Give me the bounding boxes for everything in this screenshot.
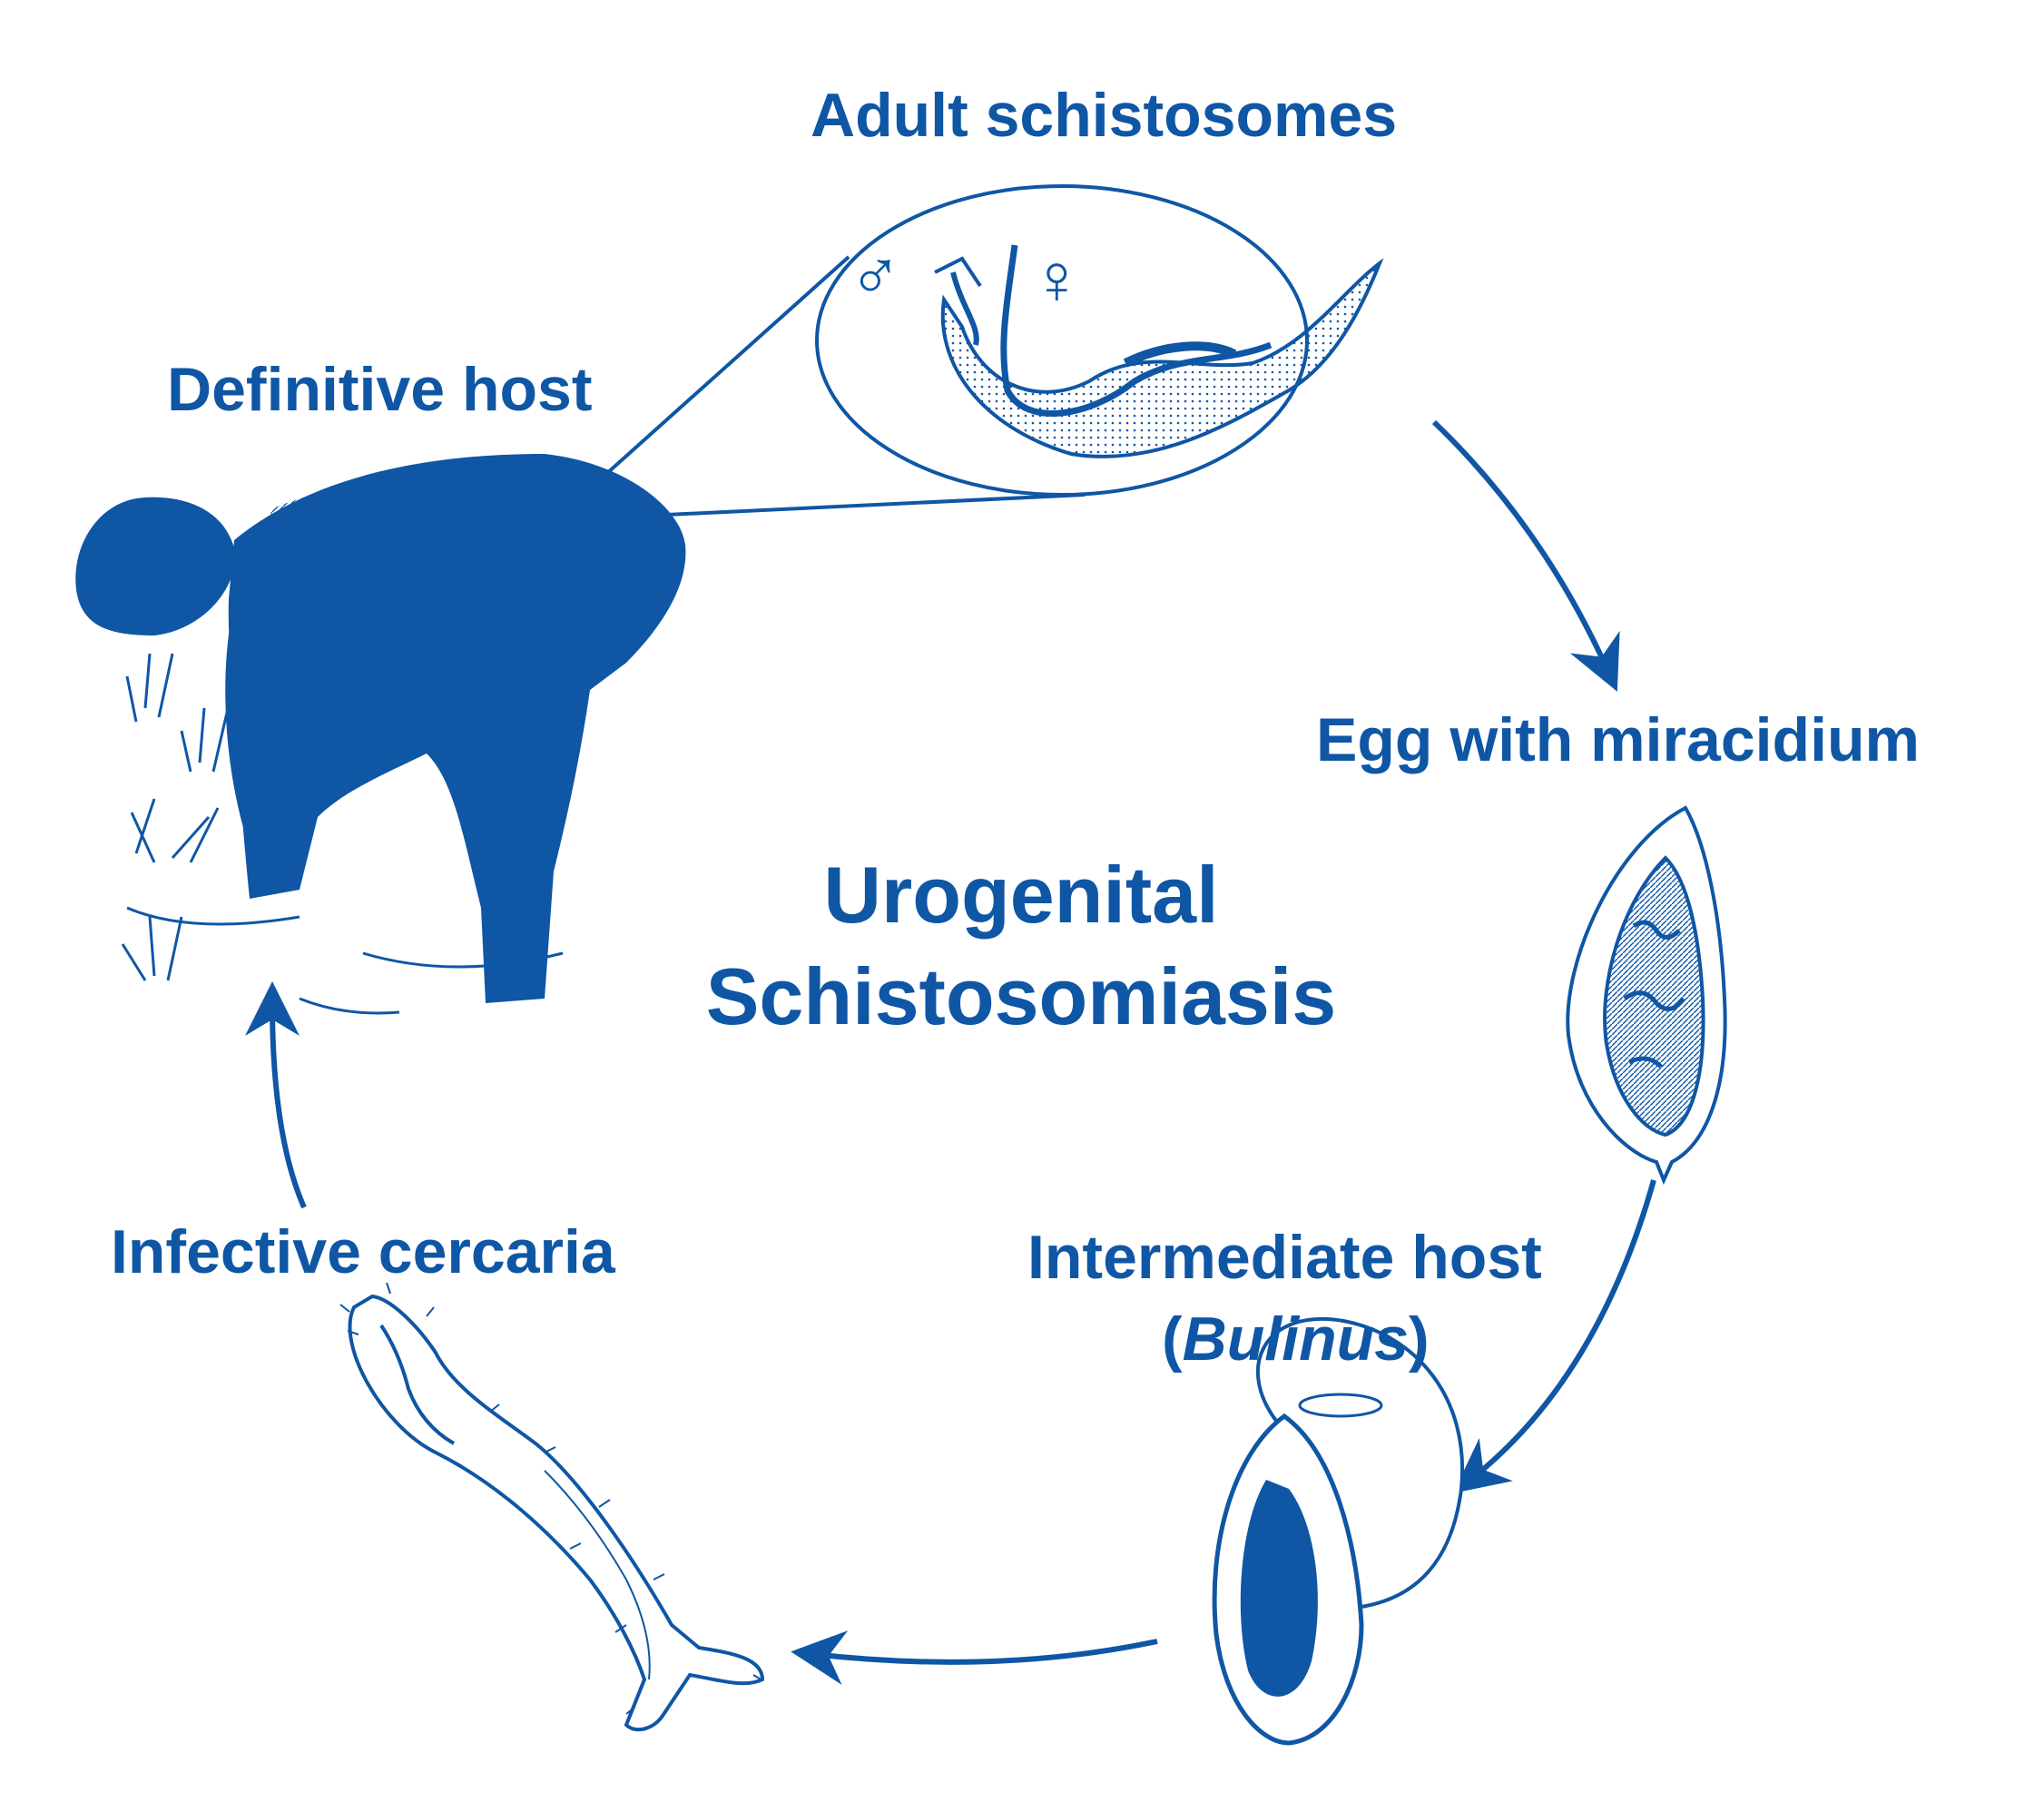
bulinus-open: ( bbox=[1162, 1305, 1183, 1374]
definitive-host-label: Definitive host bbox=[167, 355, 593, 424]
cercaria-illustration bbox=[339, 1282, 765, 1732]
bulinus-close: ) bbox=[1408, 1305, 1430, 1374]
zoom-line-bottom bbox=[666, 493, 1086, 517]
arrow-egg-to-snail bbox=[1453, 1179, 1656, 1493]
bulinus-label: (Bulinus) bbox=[1162, 1304, 1430, 1374]
intermediate-host-label: Intermediate host bbox=[1027, 1223, 1542, 1292]
bulinus-genus: Bulinus bbox=[1182, 1305, 1409, 1374]
male-symbol: ♂ bbox=[849, 235, 902, 315]
arrow-snail-to-cercaria bbox=[791, 1630, 1158, 1685]
title-line-2: Schistosomiasis bbox=[705, 951, 1337, 1041]
arrow-cercaria-to-host bbox=[245, 981, 307, 1209]
female-symbol: ♀ bbox=[1030, 239, 1084, 319]
infective-cercaria-label: Infective cercaria bbox=[111, 1217, 615, 1286]
arrow-adult-to-egg bbox=[1431, 419, 1620, 692]
zoom-line-top bbox=[561, 255, 850, 515]
egg-label: Egg with miracidium bbox=[1316, 705, 1920, 774]
snail-illustration bbox=[1212, 1317, 1465, 1746]
adult-schistosomes-label: Adult schistosomes bbox=[811, 81, 1398, 150]
worm-pair-illustration bbox=[934, 244, 1384, 458]
human-wading-illustration bbox=[75, 454, 686, 1015]
diagram-title: Urogenital Schistosomiasis bbox=[635, 844, 1407, 1048]
title-line-1: Urogenital bbox=[823, 850, 1219, 940]
egg-illustration bbox=[1566, 805, 1727, 1186]
